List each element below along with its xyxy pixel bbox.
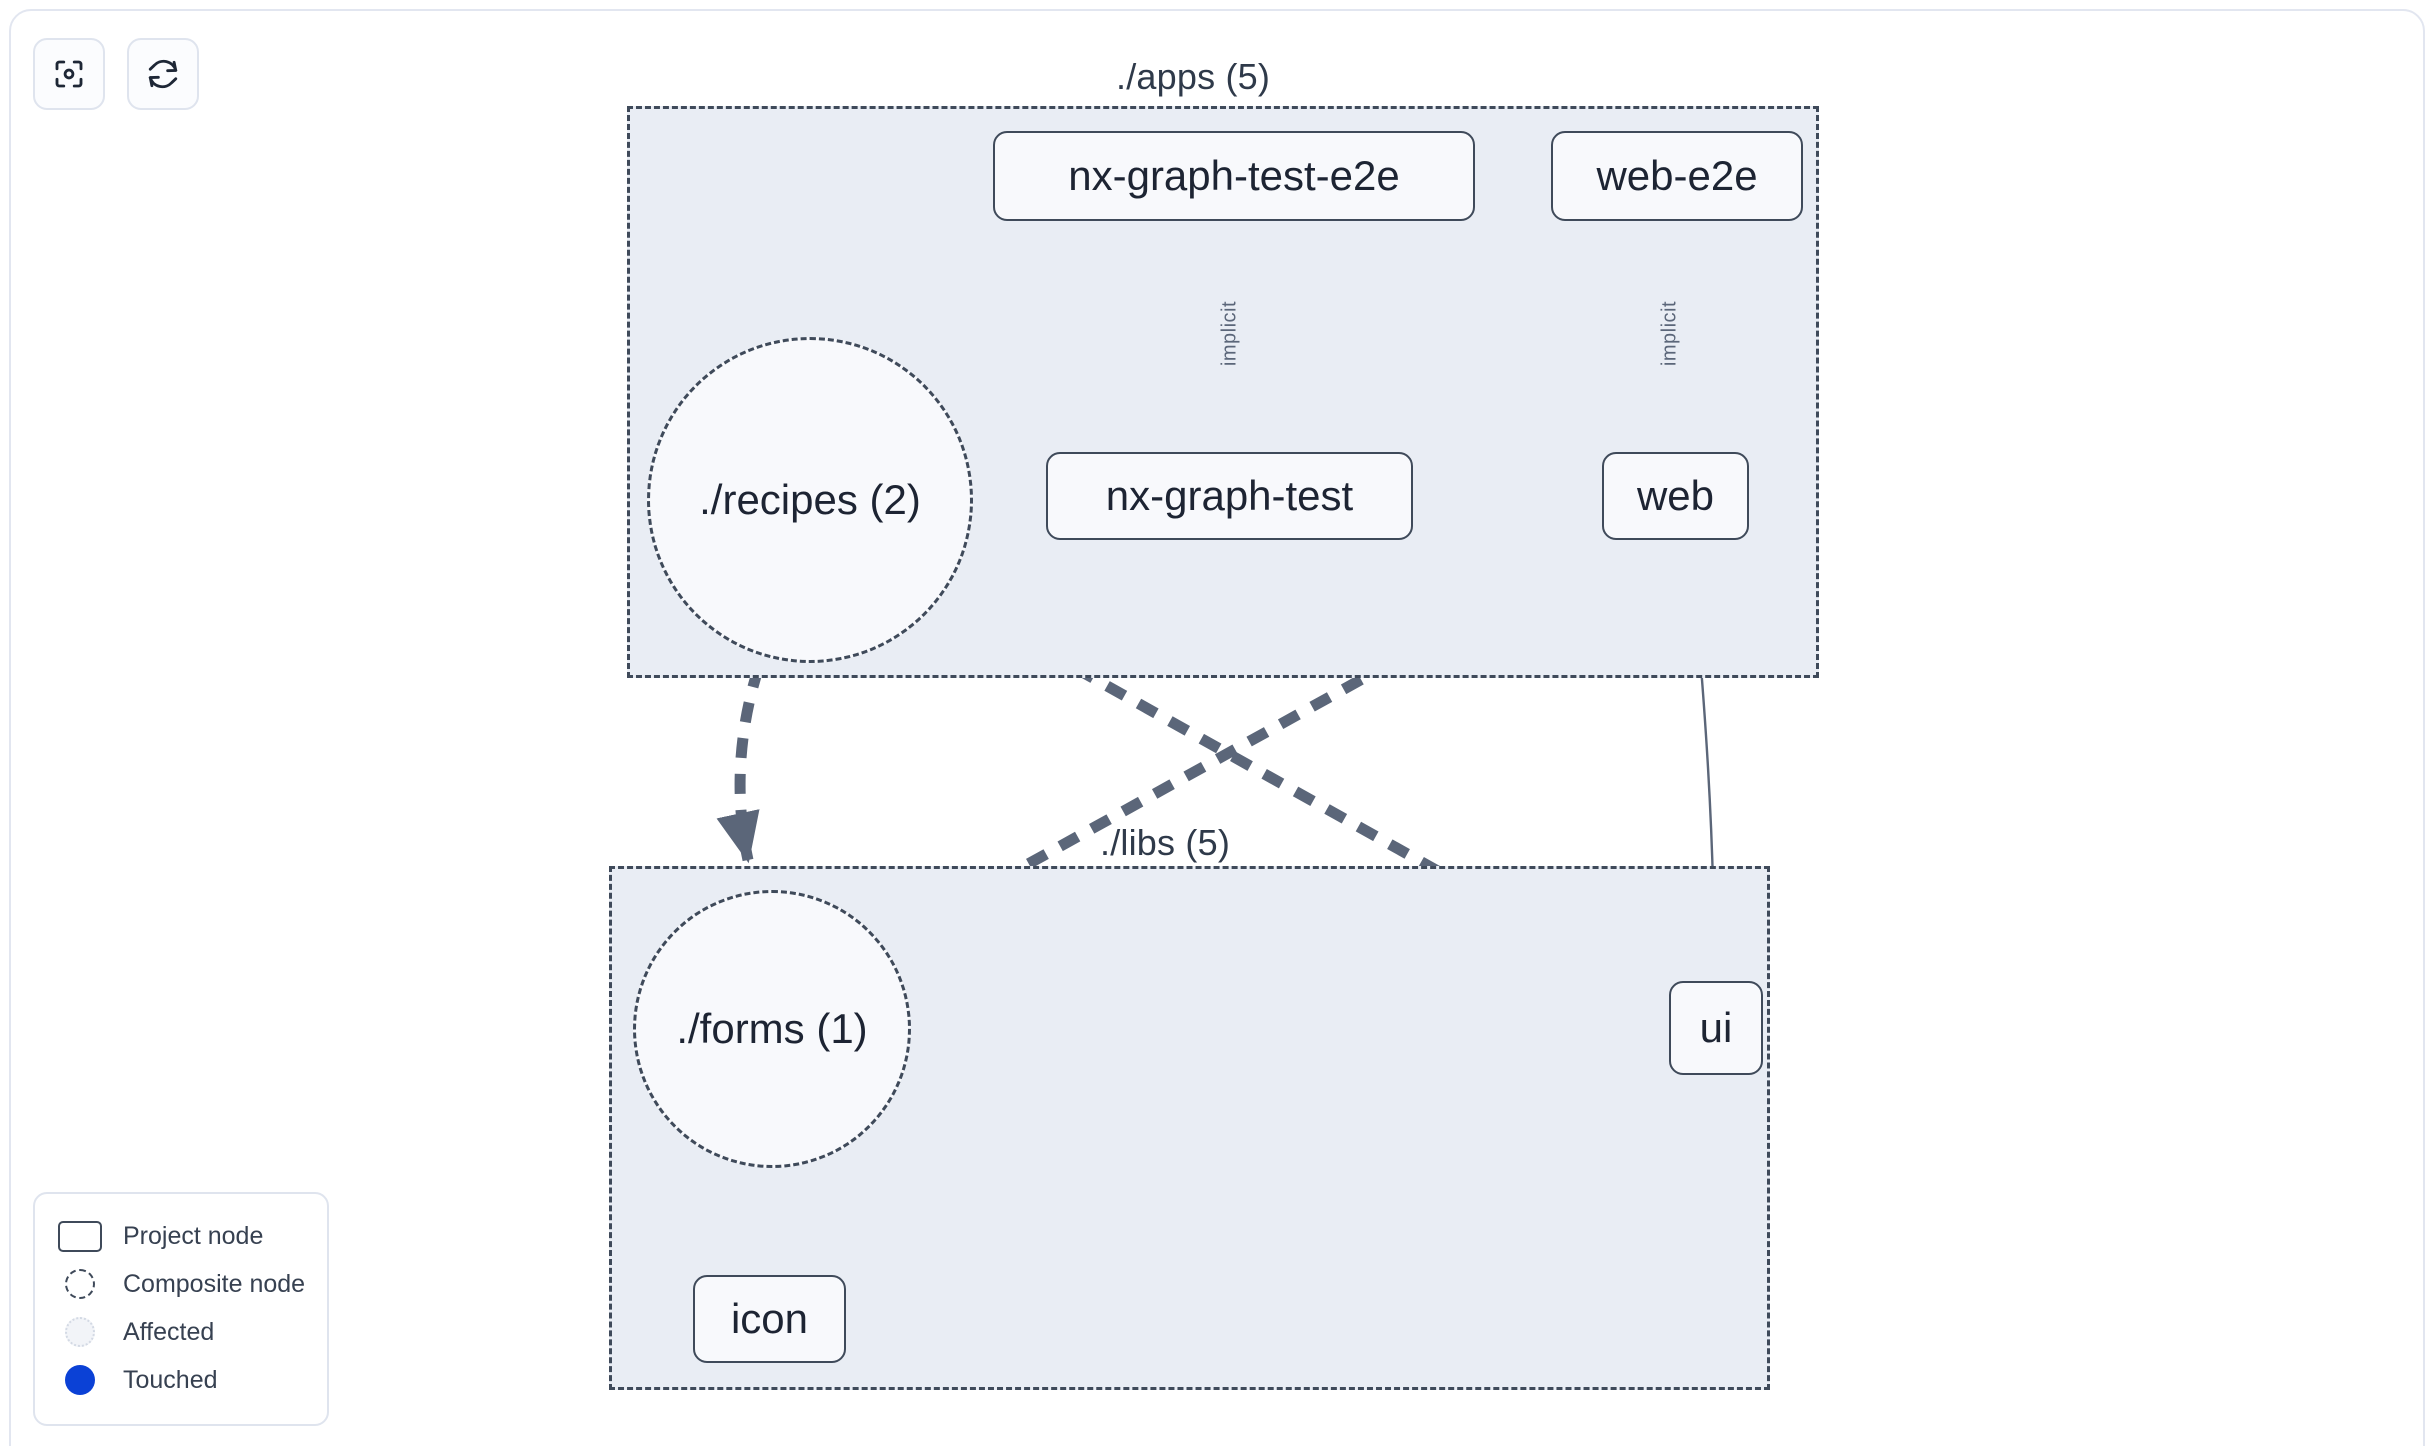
node-label: nx-graph-test-e2e: [1068, 152, 1400, 199]
node-recipes[interactable]: ./recipes (2): [647, 337, 973, 663]
node-label: web: [1636, 472, 1715, 519]
legend-label: Touched: [123, 1365, 218, 1394]
legend-item-affected: Affected: [57, 1308, 305, 1356]
node-web[interactable]: web: [1602, 452, 1749, 540]
node-forms[interactable]: ./forms (1): [633, 890, 911, 1168]
node-label: icon: [730, 1295, 809, 1342]
affected-swatch: [57, 1314, 103, 1350]
project-node-swatch: [57, 1218, 103, 1254]
legend-label: Composite node: [123, 1269, 306, 1298]
focus-target-icon: [51, 56, 87, 92]
composite-node-swatch: [57, 1266, 103, 1302]
group-label-apps: ./apps (5): [1116, 56, 1271, 97]
focus-graph-button[interactable]: [33, 38, 105, 110]
node-label: ui: [1699, 1004, 1733, 1051]
refresh-graph-button[interactable]: [127, 38, 199, 110]
node-nx-graph-test-e2e[interactable]: nx-graph-test-e2e: [993, 131, 1475, 221]
node-label: nx-graph-test: [1105, 472, 1354, 519]
legend-item-touched: Touched: [57, 1356, 305, 1404]
edge-label-implicit-nx-graph-test: implicit: [1218, 300, 1241, 367]
refresh-icon: [145, 56, 181, 92]
node-icon[interactable]: icon: [693, 1275, 846, 1363]
node-nx-graph-test[interactable]: nx-graph-test: [1046, 452, 1413, 540]
legend-label: Project node: [123, 1221, 264, 1250]
graph-legend: Project node Composite node Affected Tou…: [33, 1192, 329, 1426]
node-web-e2e[interactable]: web-e2e: [1551, 131, 1803, 221]
node-label: web-e2e: [1596, 152, 1758, 199]
legend-item-project-node: Project node: [57, 1212, 305, 1260]
group-label-libs: ./libs (5): [1100, 822, 1231, 863]
graph-toolbar: [33, 38, 199, 110]
edge-label-implicit-web: implicit: [1658, 300, 1681, 367]
node-label: ./forms (1): [676, 1005, 868, 1052]
touched-swatch: [57, 1362, 103, 1398]
legend-item-composite-node: Composite node: [57, 1260, 305, 1308]
legend-label: Affected: [123, 1317, 215, 1346]
node-ui[interactable]: ui: [1669, 981, 1763, 1075]
node-label: ./recipes (2): [699, 476, 921, 523]
